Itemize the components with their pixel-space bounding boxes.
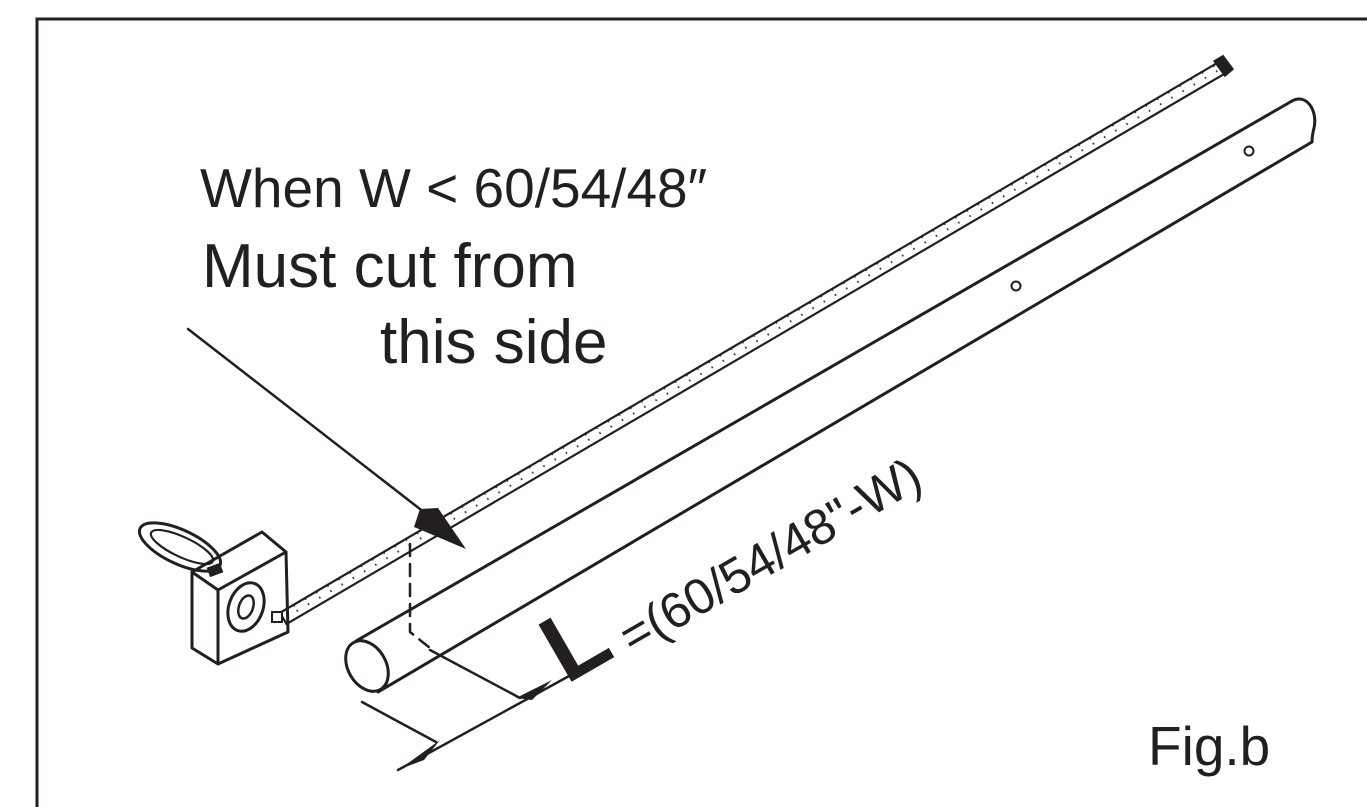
tube [344,97,1317,694]
figure-label: Fig.b [1148,715,1270,777]
length-symbol: L [523,581,627,703]
dimension-arrow-icon [400,740,440,769]
tube-hole [1010,280,1022,292]
tape-blade [278,54,1235,626]
cut-arrow-icon [414,508,466,549]
length-formula: =(60/54/48"-W) [610,447,931,665]
figure-frame [35,17,1367,807]
dimension-lines [360,648,582,772]
dimension-arrow-icon [516,680,552,700]
instruction-line-2: this side [380,308,607,377]
condition-text: When W < 60/54/48″ [200,157,707,219]
leader-line [186,327,440,525]
tube-hole [1243,145,1255,157]
cut-mark-line [408,542,432,650]
tape-measure-icon [137,521,290,666]
instruction-line-1: Must cut from [202,232,578,301]
tube-end [344,639,390,693]
